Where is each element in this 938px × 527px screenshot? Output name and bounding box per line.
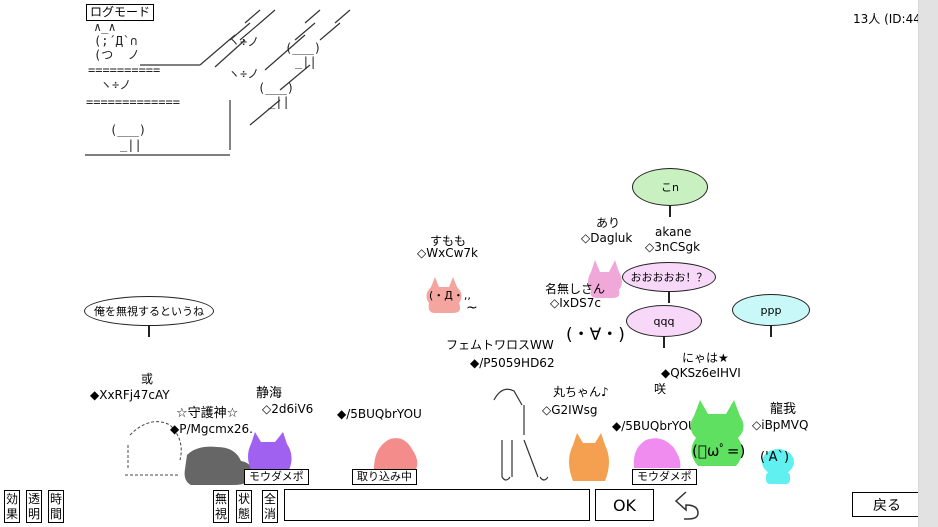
character-avatar-trip-only[interactable] xyxy=(370,435,420,471)
character-trip: ◆XxRFj47cAY xyxy=(90,388,170,402)
character-avatar-nyaha[interactable] xyxy=(688,400,746,468)
button-label-bottom: 態 xyxy=(237,506,250,521)
chat-stage: ログモード 13人 (ID:44) ∧_∧ (;´Д`∩ (つ ノ ======… xyxy=(0,0,918,527)
ascii-table-1: (___) xyxy=(110,123,147,137)
button-label-top: 時 xyxy=(49,491,62,506)
button-label-top: 透 xyxy=(27,491,40,506)
ascii-face-bot: (つ ノ xyxy=(94,48,140,62)
character-trip: ◇WxCw7k xyxy=(417,246,478,260)
character-trip: ◇Dagluk xyxy=(581,231,633,245)
transparent-button[interactable]: 透 明 xyxy=(26,490,42,523)
speech-bubble: qqq xyxy=(626,305,702,337)
status-tag: モウダメポ xyxy=(244,469,309,485)
status-tag: モウダメポ xyxy=(632,469,697,485)
ascii-chair-3: ヽ÷ノ xyxy=(228,67,260,81)
character-trip: ◆/5BUQbrYOU xyxy=(612,419,697,433)
character-avatar-maruchan[interactable] xyxy=(567,433,611,485)
character-trip: ◇IxDS7c xyxy=(550,296,601,310)
ascii-floor: ============= xyxy=(86,95,180,109)
button-label-bottom: 視 xyxy=(214,506,227,521)
character-name: 名無しさん xyxy=(545,282,606,296)
chat-input[interactable] xyxy=(284,489,590,521)
back-button[interactable]: 戻る xyxy=(852,492,922,517)
ascii-face-top: ∧_∧ xyxy=(94,20,116,34)
character-avatar-sumomo[interactable]: (・Д・,, xyxy=(425,275,471,315)
button-label-bottom: 消 xyxy=(263,506,276,521)
character-avatar-aru[interactable] xyxy=(120,415,195,485)
button-label-top: 無 xyxy=(214,491,227,506)
ascii-table-2: (___) xyxy=(285,41,322,55)
button-label-top: 効 xyxy=(5,491,18,506)
ascii-table-3: (___) xyxy=(258,81,295,95)
speech-bubble: おおおおお！？ xyxy=(622,262,716,292)
speech-bubble: こn xyxy=(632,168,708,206)
character-name: にゃは★ xyxy=(682,351,729,365)
character-face: (ﾟωﾟ=) xyxy=(692,442,746,460)
character-name: 丸ちゃん♪ xyxy=(553,385,609,399)
bubble-text: ppp xyxy=(760,303,782,317)
character-trip: ◆P/Mgcmx26. xyxy=(170,422,253,436)
character-trip: ◇iBpMVQ xyxy=(752,418,809,432)
character-name: akane xyxy=(655,225,692,239)
character-tail: ~ xyxy=(466,300,478,316)
ascii-table-leg-3: _|| xyxy=(268,95,290,109)
character-name: すもも xyxy=(430,234,467,248)
status-tag: 取り込み中 xyxy=(352,469,417,485)
character-name: 或 xyxy=(141,372,154,386)
character-name: 静海 xyxy=(256,386,283,401)
character-face: ('A`) xyxy=(760,450,790,465)
time-button[interactable]: 時 間 xyxy=(48,490,64,523)
character-trip: ◆/P5059HD62 xyxy=(470,356,555,370)
ascii-face-mid: (;´Д`∩ xyxy=(94,34,138,48)
user-count: 13人 (ID:44) xyxy=(853,12,926,26)
ascii-art-scene xyxy=(85,9,351,156)
undo-arrow-icon[interactable] xyxy=(672,489,706,523)
log-mode-button[interactable]: ログモード xyxy=(86,4,155,21)
character-name: 咲 xyxy=(654,382,667,396)
character-trip: ◆QKSz6eIHVI xyxy=(661,366,741,380)
character-trip: ◇2d6iV6 xyxy=(262,402,314,416)
ascii-chair-1: ヽ÷ノ xyxy=(100,78,132,92)
speech-bubble: ppp xyxy=(732,294,810,326)
character-name: あり xyxy=(596,216,621,230)
character-avatar-ari[interactable] xyxy=(587,258,623,298)
character-face: (・Д・,, xyxy=(429,289,471,302)
button-label-top: 状 xyxy=(237,491,250,506)
button-label-bottom: 明 xyxy=(27,506,40,521)
ascii-table-leg-2: _|| xyxy=(295,55,317,69)
character-name: 龍我 xyxy=(770,402,797,417)
ascii-rail-1: ========== xyxy=(88,63,161,77)
bubble-text: おおおおお！？ xyxy=(630,271,708,284)
bubble-text: 俺を無視するというね xyxy=(94,305,204,318)
character-avatar-saki[interactable] xyxy=(632,432,682,470)
bubble-text: こn xyxy=(661,181,679,194)
character-face: (・∀・) xyxy=(566,325,625,345)
character-trip: ◇G2IWsg xyxy=(542,403,598,417)
character-avatar-ryuga[interactable] xyxy=(758,446,798,486)
status-button[interactable]: 状 態 xyxy=(236,490,252,523)
speech-bubble: 俺を無視するというね xyxy=(84,296,214,326)
character-avatar-shizumi[interactable] xyxy=(245,432,295,472)
scrollbar[interactable] xyxy=(918,0,938,527)
clear-all-button[interactable]: 全 消 xyxy=(262,490,278,523)
ascii-table-leg-1: _|| xyxy=(120,138,142,152)
character-trip: ◇3nCSgk xyxy=(645,240,701,254)
character-name: ☆守護神☆ xyxy=(176,406,239,421)
character-trip: ◆/5BUQbrYOU xyxy=(337,407,422,421)
character-avatar-tall-aa[interactable] xyxy=(488,385,548,485)
button-label-bottom: 間 xyxy=(49,506,62,521)
character-avatar-shugoshin[interactable] xyxy=(183,445,255,485)
bubble-text: qqq xyxy=(653,314,675,328)
character-name: フェムトワロスWW xyxy=(446,338,554,352)
ok-button[interactable]: OK xyxy=(595,489,654,521)
button-label-bottom: 果 xyxy=(5,506,18,521)
ignore-button[interactable]: 無 視 xyxy=(213,490,229,523)
ascii-chair-2: ヽ÷ノ xyxy=(228,35,260,49)
button-label-top: 全 xyxy=(263,491,276,506)
effect-button[interactable]: 効 果 xyxy=(4,490,20,523)
